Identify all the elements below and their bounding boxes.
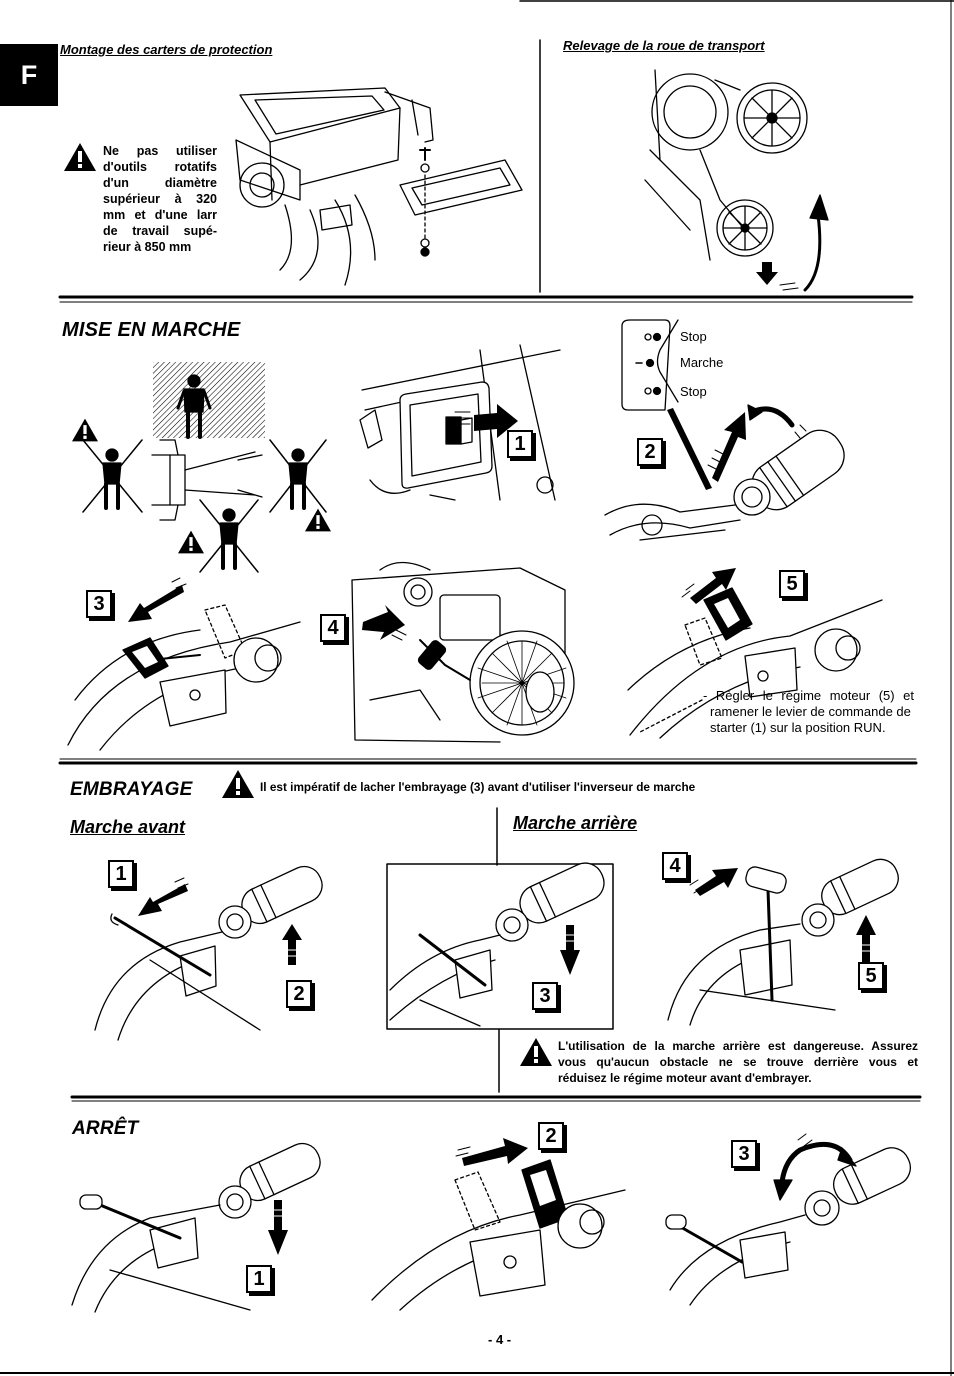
clutch-warning: Il est impératif de lacher l'embrayage (… (260, 780, 696, 794)
step-number: 5 (779, 570, 805, 598)
step-number: 4 (320, 614, 346, 642)
warning-icon (72, 418, 98, 442)
page-number: - 4 - (488, 1332, 512, 1347)
crossed-person-icon (199, 499, 259, 573)
warning-line: mm et d'une larr (103, 208, 217, 222)
open-dot-filled-dot-icon (644, 386, 662, 396)
mise-en-marche-title: MISE EN MARCHE (62, 319, 241, 341)
engine-switch-illustration (359, 344, 561, 501)
language-letter: F (20, 59, 38, 90)
warning-line: réduisez le régime moteur avant d'embray… (558, 1071, 812, 1085)
arret-title: ARRÊT (72, 1118, 139, 1139)
warning-icon (305, 508, 331, 532)
warning-line: L'utilisation de la marche arrière est d… (558, 1039, 918, 1053)
warning-line: rieur à 850 mm (103, 240, 192, 254)
reverse-lever-illustration (667, 858, 899, 1026)
crossed-person-icon (269, 439, 327, 513)
step-number: 5 (858, 962, 884, 990)
warning-line: supérieur à 320 (103, 192, 217, 206)
relevage-title: Relevage de la roue de transport (563, 38, 765, 53)
stop-lever-illustration (665, 1133, 912, 1306)
warning-line: de travail supé- (103, 224, 217, 238)
language-tab: F (0, 44, 58, 106)
warning-icon (520, 1038, 552, 1066)
step-number: 4 (662, 852, 688, 880)
pull-starter-illustration (351, 561, 575, 743)
stop-clutch-illustration (71, 1142, 321, 1313)
warning-line: d'outils rotatifs (103, 160, 217, 174)
warning-line: d'un diamètre (103, 176, 217, 190)
choke-lever-illustration (67, 577, 301, 751)
dash-filled-dot-icon (635, 358, 655, 368)
reverse-step-frame (386, 863, 614, 1030)
forward-clutch-illustration (94, 865, 323, 1041)
step-number: 1 (108, 860, 134, 888)
step-number: 3 (532, 982, 558, 1010)
throttle-handle-illustration (604, 404, 845, 541)
note-line: - Règler le régime moteur (5) et (703, 688, 914, 703)
legend-label: Stop (680, 384, 707, 399)
step-number: 2 (286, 980, 312, 1008)
operator-figure (176, 374, 212, 439)
step-number: 3 (731, 1140, 757, 1168)
embrayage-title: EMBRAYAGE (70, 779, 193, 800)
warning-line: Ne pas utiliser (103, 144, 217, 158)
transport-wheel-illustration (644, 69, 829, 292)
step-number: 1 (507, 430, 533, 458)
guard-assembly-illustration (235, 87, 523, 286)
marche-arriere-title: Marche arrière (513, 813, 638, 833)
legend-label: Marche (680, 355, 724, 370)
throttle-lever-illustration (627, 568, 883, 739)
marche-avant-title: Marche avant (70, 817, 186, 837)
open-dot-filled-dot-icon (644, 332, 662, 342)
note-line: starter (1) sur la position RUN. (710, 720, 886, 735)
legend-label: Stop (680, 329, 707, 344)
crossed-person-icon (82, 439, 143, 513)
safety-zone-diagram (82, 362, 327, 573)
step-number: 3 (86, 590, 112, 618)
step-number: 1 (246, 1265, 272, 1293)
note-line: ramener le levier de commande de (710, 704, 911, 719)
warning-icon (222, 770, 254, 798)
warning-icon (178, 530, 204, 554)
warning-icon (64, 143, 96, 171)
switch-legend (621, 319, 679, 411)
montage-title: Montage des carters de protection (60, 42, 273, 57)
warning-line: vous qu'aucun obstacle ne se trouve derr… (558, 1055, 918, 1069)
reverse-clutch-release-illustration (389, 862, 605, 1027)
step-number: 2 (538, 1122, 564, 1150)
stop-throttle-illustration (371, 1138, 626, 1311)
step-number: 2 (637, 438, 663, 466)
